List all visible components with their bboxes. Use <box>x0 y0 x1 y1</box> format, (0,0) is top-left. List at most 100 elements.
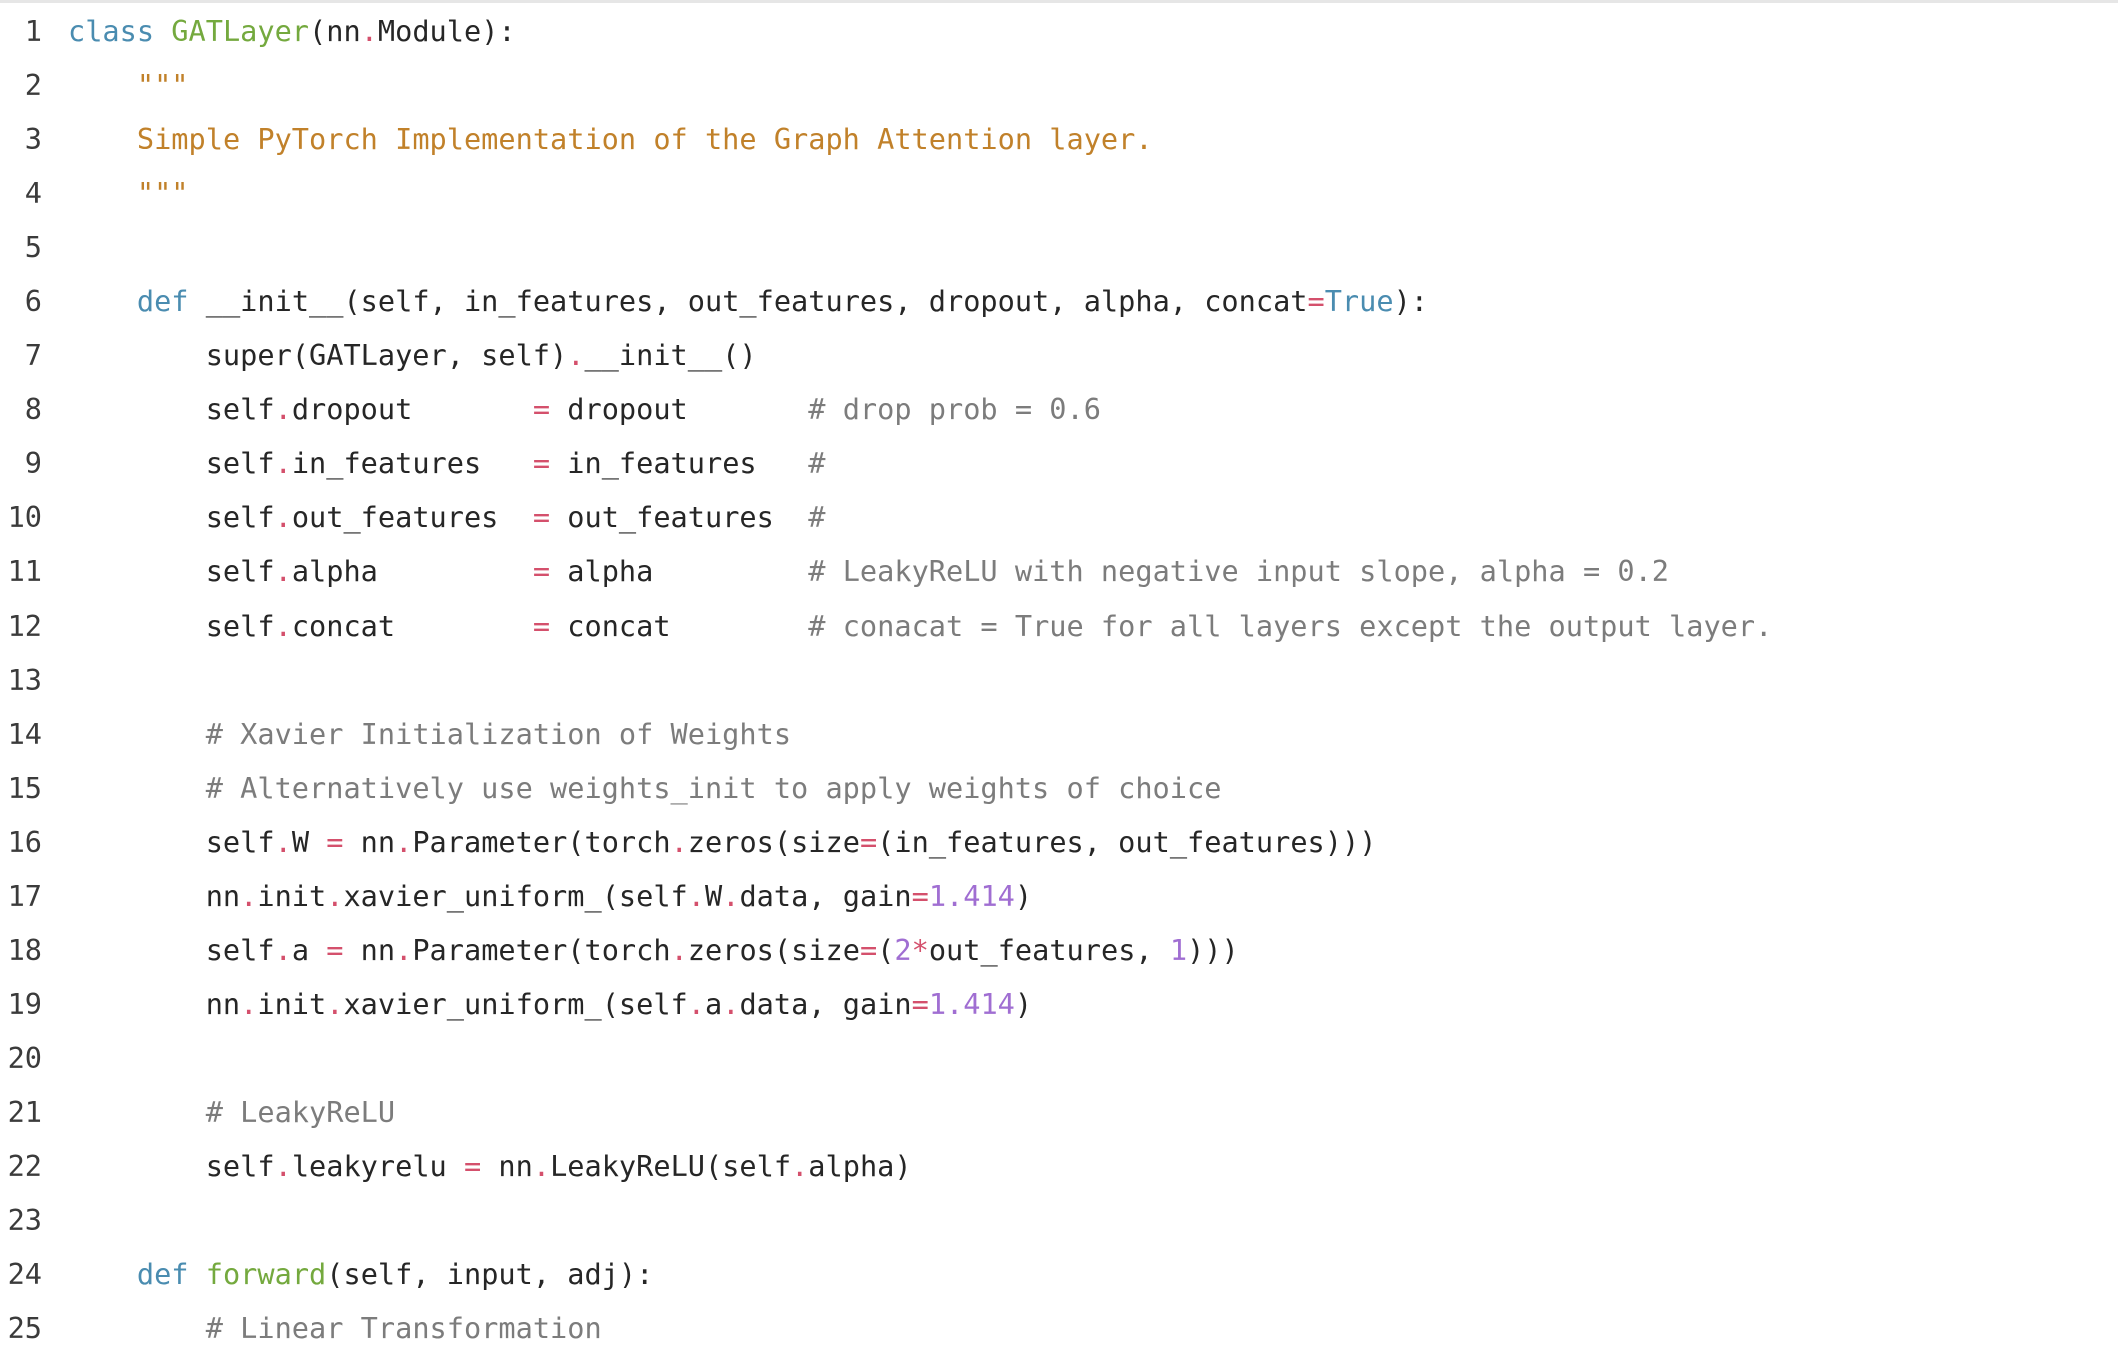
code-line[interactable]: 24 def forward(self, input, adj): <box>0 1247 2118 1301</box>
code-token: = <box>859 824 878 859</box>
code-token: alpha <box>291 554 533 589</box>
code-token: (nn <box>309 14 361 48</box>
code-text: self.dropout = dropout # drop prob = 0.6 <box>68 382 1101 436</box>
code-token: data, gain <box>739 878 912 913</box>
code-token: self <box>68 932 275 967</box>
code-token: data, gain <box>739 986 912 1021</box>
code-line[interactable]: 14 # Xavier Initialization of Weights <box>0 707 2118 761</box>
code-token: . <box>395 932 413 967</box>
code-token: __init__(self, in_features, out_features… <box>188 284 1308 319</box>
code-token: . <box>274 824 292 859</box>
code-token: in_features <box>550 446 809 481</box>
code-line[interactable]: 15 # Alternatively use weights_init to a… <box>0 761 2118 815</box>
code-line[interactable]: 11 self.alpha = alpha # LeakyReLU with n… <box>0 544 2118 598</box>
code-token: = <box>532 554 551 589</box>
code-text: # Linear Transformation <box>68 1301 602 1345</box>
line-number: 20 <box>7 1040 42 1075</box>
code-token: GATLayer <box>171 14 310 48</box>
code-line[interactable]: 22 self.leakyrelu = nn.LeakyReLU(self.al… <box>0 1139 2118 1193</box>
code-token: = <box>859 932 878 967</box>
code-token <box>68 1311 206 1345</box>
code-text: self.concat = concat # conacat = True fo… <box>68 599 1773 653</box>
code-token: nn <box>343 932 396 967</box>
code-token: nn <box>343 824 396 859</box>
code-token: . <box>240 986 258 1021</box>
code-line[interactable]: 20 <box>0 1031 2118 1085</box>
code-token: self <box>68 392 275 427</box>
line-number: 23 <box>7 1203 42 1238</box>
code-text: self.alpha = alpha # LeakyReLU with nega… <box>68 544 1669 598</box>
code-token: LeakyReLU(self <box>550 1148 792 1183</box>
code-line[interactable]: 9 self.in_features = in_features # <box>0 436 2118 490</box>
code-line[interactable]: 13 <box>0 653 2118 707</box>
code-token: zeros(size <box>687 824 860 859</box>
line-number: 2 <box>24 68 42 103</box>
code-token: zeros(size <box>687 932 860 967</box>
line-number: 25 <box>7 1311 42 1345</box>
code-token: = <box>326 932 344 967</box>
line-number: 11 <box>7 554 42 589</box>
code-line[interactable]: 23 <box>0 1193 2118 1247</box>
code-token <box>154 14 171 48</box>
code-token: = <box>326 824 344 859</box>
line-number: 5 <box>24 230 42 265</box>
code-line[interactable]: 3 Simple PyTorch Implementation of the G… <box>0 112 2118 166</box>
line-number: 18 <box>7 932 42 967</box>
code-token: init <box>257 878 327 913</box>
code-text: class GATLayer(nn.Module): <box>68 4 516 58</box>
code-line[interactable]: 8 self.dropout = dropout # drop prob = 0… <box>0 382 2118 436</box>
line-number: 15 <box>7 770 42 805</box>
code-token: True <box>1324 284 1394 319</box>
code-text: # Alternatively use weights_init to appl… <box>68 761 1222 815</box>
code-token: (self, input, adj): <box>326 1257 654 1292</box>
code-line[interactable]: 12 self.concat = concat # conacat = True… <box>0 599 2118 653</box>
code-token: concat <box>291 608 533 643</box>
code-token: = <box>532 446 551 481</box>
code-line[interactable]: 25 # Linear Transformation <box>0 1301 2118 1345</box>
code-text: nn.init.xavier_uniform_(self.a.data, gai… <box>68 977 1032 1031</box>
code-token: . <box>532 1148 551 1183</box>
code-line[interactable]: 21 # LeakyReLU <box>0 1085 2118 1139</box>
line-number: 3 <box>24 122 42 157</box>
line-number: 13 <box>7 662 42 697</box>
code-line[interactable]: 10 self.out_features = out_features # <box>0 490 2118 544</box>
code-token: self <box>68 608 275 643</box>
code-token: * <box>911 932 929 967</box>
code-line[interactable]: 18 self.a = nn.Parameter(torch.zeros(siz… <box>0 923 2118 977</box>
code-line[interactable]: 6 def __init__(self, in_features, out_fe… <box>0 274 2118 328</box>
code-text: Simple PyTorch Implementation of the Gra… <box>68 112 1153 166</box>
code-token: . <box>722 878 740 913</box>
code-token: = <box>911 986 929 1021</box>
code-line[interactable]: 19 nn.init.xavier_uniform_(self.a.data, … <box>0 977 2118 1031</box>
code-token: xavier_uniform_(self <box>343 986 688 1021</box>
code-token: 1.414 <box>928 986 1015 1021</box>
code-line[interactable]: 16 self.W = nn.Parameter(torch.zeros(siz… <box>0 815 2118 869</box>
code-token: self <box>68 446 275 481</box>
code-line[interactable]: 7 super(GATLayer, self).__init__() <box>0 328 2118 382</box>
code-token: # LeakyReLU <box>205 1094 396 1129</box>
code-token: a <box>291 932 327 967</box>
code-token: dropout <box>550 392 809 427</box>
code-token: . <box>274 1148 292 1183</box>
code-text: nn.init.xavier_uniform_(self.W.data, gai… <box>68 869 1032 923</box>
code-line[interactable]: 5 <box>0 220 2118 274</box>
line-number: 6 <box>24 284 42 319</box>
code-line[interactable]: 2 """ <box>0 58 2118 112</box>
code-token: def <box>136 1257 189 1292</box>
code-line[interactable]: 4 """ <box>0 166 2118 220</box>
code-token: nn <box>68 878 241 913</box>
code-token: ) <box>1014 986 1033 1021</box>
code-token: leakyrelu <box>291 1148 464 1183</box>
code-token: # LeakyReLU with negative input slope, a… <box>808 554 1670 589</box>
code-token: # <box>808 500 826 535</box>
line-number: 17 <box>7 878 42 913</box>
code-token: . <box>360 14 378 48</box>
code-token: . <box>274 554 292 589</box>
code-line[interactable]: 17 nn.init.xavier_uniform_(self.W.data, … <box>0 869 2118 923</box>
code-token: ))) <box>1187 932 1239 967</box>
code-token: concat <box>550 608 809 643</box>
code-token: alpha) <box>808 1148 912 1183</box>
code-token: Parameter(torch <box>412 932 671 967</box>
